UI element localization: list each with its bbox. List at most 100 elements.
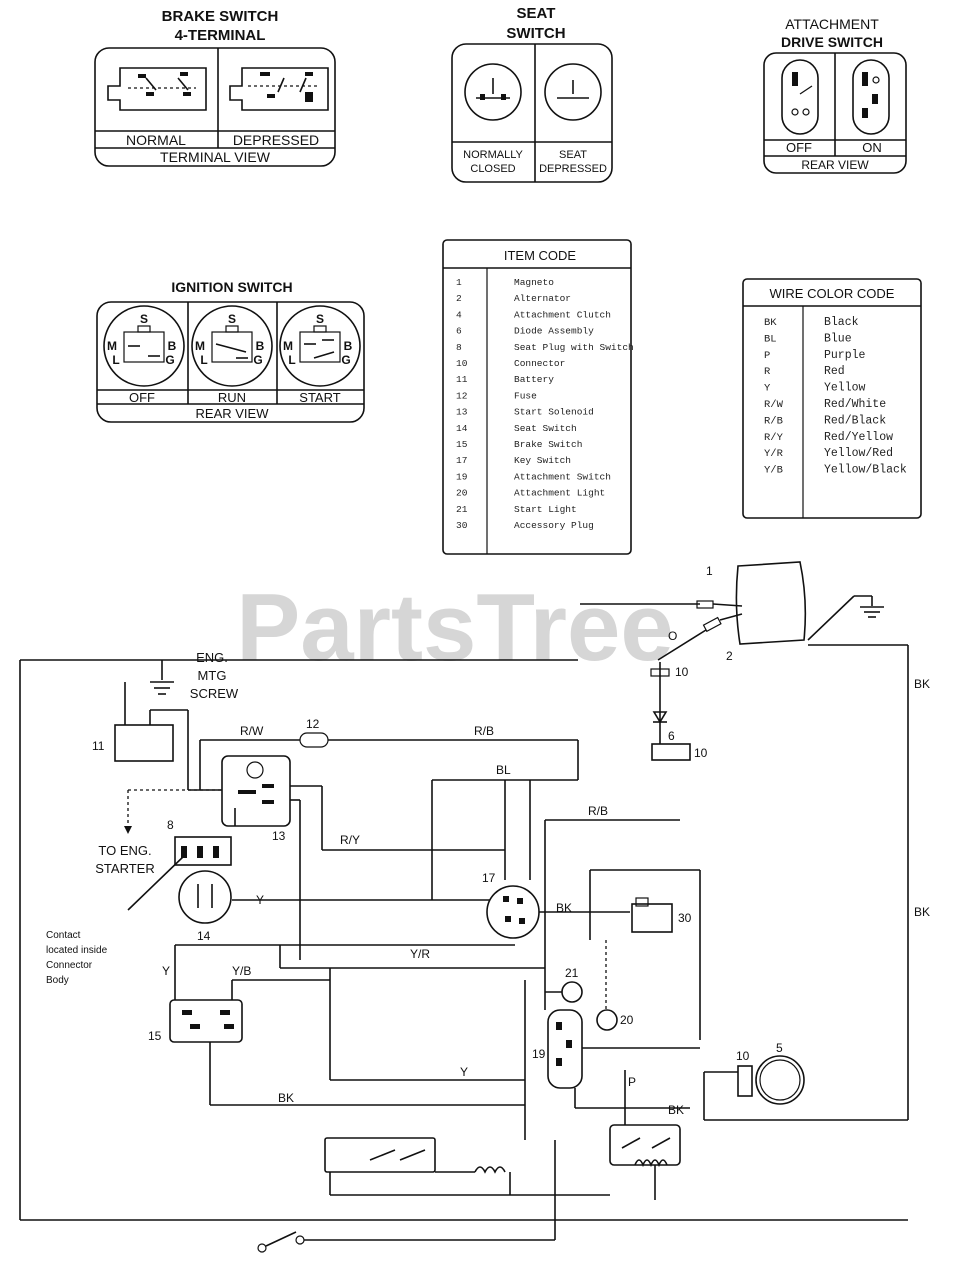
attachment-on-icon: [852, 59, 890, 135]
brake-switch-title-2: 4-TERMINAL: [175, 27, 266, 44]
wire-color-title: WIRE COLOR CODE: [770, 286, 895, 301]
num-10a: 10: [675, 665, 689, 679]
wire-y1: Y: [256, 893, 264, 907]
attachment-off-icon: [781, 59, 819, 135]
ignition-switch-legend: IGNITION SWITCH S M B L G S M B L G: [96, 279, 365, 423]
wire-yb: Y/B: [232, 964, 251, 978]
wire-bk2: BK: [914, 905, 930, 919]
item-code-number: 6: [456, 326, 462, 337]
ign-start-g: G: [341, 353, 350, 367]
num-12: 12: [306, 717, 320, 731]
wire-ry: R/Y: [340, 833, 360, 847]
item-code-name: Seat Plug with Switch: [514, 342, 634, 353]
contact-note-4: Body: [46, 975, 69, 986]
attachment-on-label: ON: [862, 140, 882, 155]
wire-bk3: BK: [556, 901, 572, 915]
wire-bk5: BK: [668, 1103, 684, 1117]
attachment-footer-label: REAR VIEW: [801, 158, 869, 172]
ignition-start-label: START: [299, 390, 340, 405]
schematic: [19, 561, 909, 1253]
seat-state-1b: CLOSED: [470, 163, 515, 175]
attachment-title-1: ATTACHMENT: [785, 16, 879, 32]
seat-switch-title-1: SEAT: [517, 5, 556, 22]
item-code-name: Battery: [514, 374, 554, 385]
wire-rb2: R/B: [588, 804, 608, 818]
item-code-number: 21: [456, 504, 468, 515]
ign-run-l: L: [200, 353, 207, 367]
wire-color-name: Red/Yellow: [824, 431, 893, 444]
ign-start-s: S: [316, 312, 324, 326]
item-code-number: 4: [456, 309, 462, 320]
wire-y2: Y: [162, 964, 170, 978]
num-14: 14: [197, 929, 211, 943]
item-code-number: 12: [456, 390, 468, 401]
ign-off-g: G: [165, 353, 174, 367]
num-10c: 10: [736, 1049, 750, 1063]
wire-p: P: [628, 1075, 636, 1089]
item-code-name: Brake Switch: [514, 439, 582, 450]
ign-start-b: B: [344, 339, 353, 353]
brake-normal-label: NORMAL: [126, 132, 186, 148]
num-2: 2: [726, 649, 733, 663]
wire-color-name: Yellow/Red: [824, 447, 893, 460]
ground-label-2: MTG: [198, 668, 227, 683]
num-15: 15: [148, 1029, 162, 1043]
num-5: 5: [776, 1041, 783, 1055]
item-code-name: Alternator: [514, 293, 571, 304]
item-code-title: ITEM CODE: [504, 248, 577, 263]
wire-color-abbr: R/W: [764, 399, 784, 411]
ignition-run-icon: S M B L G: [191, 305, 273, 387]
ignition-run-label: RUN: [218, 390, 246, 405]
ign-run-m: M: [195, 339, 205, 353]
starter-label-2: STARTER: [95, 861, 154, 876]
wire-bk4: BK: [278, 1091, 294, 1105]
contact-note-1: Contact: [46, 930, 81, 941]
item-code-number: 10: [456, 358, 468, 369]
item-code-number: 14: [456, 423, 468, 434]
num-19: 19: [532, 1047, 546, 1061]
num-30: 30: [678, 911, 692, 925]
num-6: 6: [668, 729, 675, 743]
watermark: PartsTree: [236, 574, 674, 681]
ignition-title: IGNITION SWITCH: [171, 279, 292, 295]
attachment-off-label: OFF: [786, 140, 812, 155]
item-code-name: Attachment Light: [514, 488, 605, 499]
item-code-name: Connector: [514, 358, 565, 369]
num-8: 8: [167, 818, 174, 832]
starter-label-1: TO ENG.: [98, 843, 151, 858]
wire-color-abbr: BL: [764, 333, 777, 345]
seat-switch-legend: SEAT SWITCH NORMALLY CLOSED SEAT DEPRESS…: [451, 5, 613, 183]
item-code-name: Start Solenoid: [514, 407, 594, 418]
wire-yr: Y/R: [410, 947, 430, 961]
item-code-name: Attachment Clutch: [514, 309, 611, 320]
wire-bl: BL: [496, 763, 511, 777]
wire-o: O: [668, 629, 677, 643]
wire-color-name: Red/White: [824, 398, 886, 411]
wire-y3: Y: [460, 1065, 468, 1079]
wire-color-abbr: R/B: [764, 415, 783, 427]
item-code-name: Start Light: [514, 504, 577, 515]
seat-state-2a: SEAT: [559, 149, 587, 161]
seat-state-1a: NORMALLY: [463, 149, 523, 161]
ignition-off-label: OFF: [129, 390, 155, 405]
brake-switch-title-1: BRAKE SWITCH: [162, 8, 279, 25]
ignition-start-icon: S M B L G: [279, 305, 361, 387]
item-code-name: Fuse: [514, 390, 537, 401]
item-code-name: Magneto: [514, 277, 554, 288]
wire-color-name: Red: [824, 365, 845, 378]
wire-color-abbr: Y: [764, 383, 771, 395]
num-21: 21: [565, 966, 579, 980]
seat-normally-closed-icon: [464, 63, 522, 121]
ground-label-1: ENG.: [196, 650, 228, 665]
item-code-number: 11: [456, 374, 468, 385]
brake-depressed-label: DEPRESSED: [233, 132, 319, 148]
num-13: 13: [272, 829, 286, 843]
num-10b: 10: [694, 746, 708, 760]
item-code-number: 30: [456, 520, 468, 531]
ignition-off-icon: S M B L G: [103, 305, 185, 387]
